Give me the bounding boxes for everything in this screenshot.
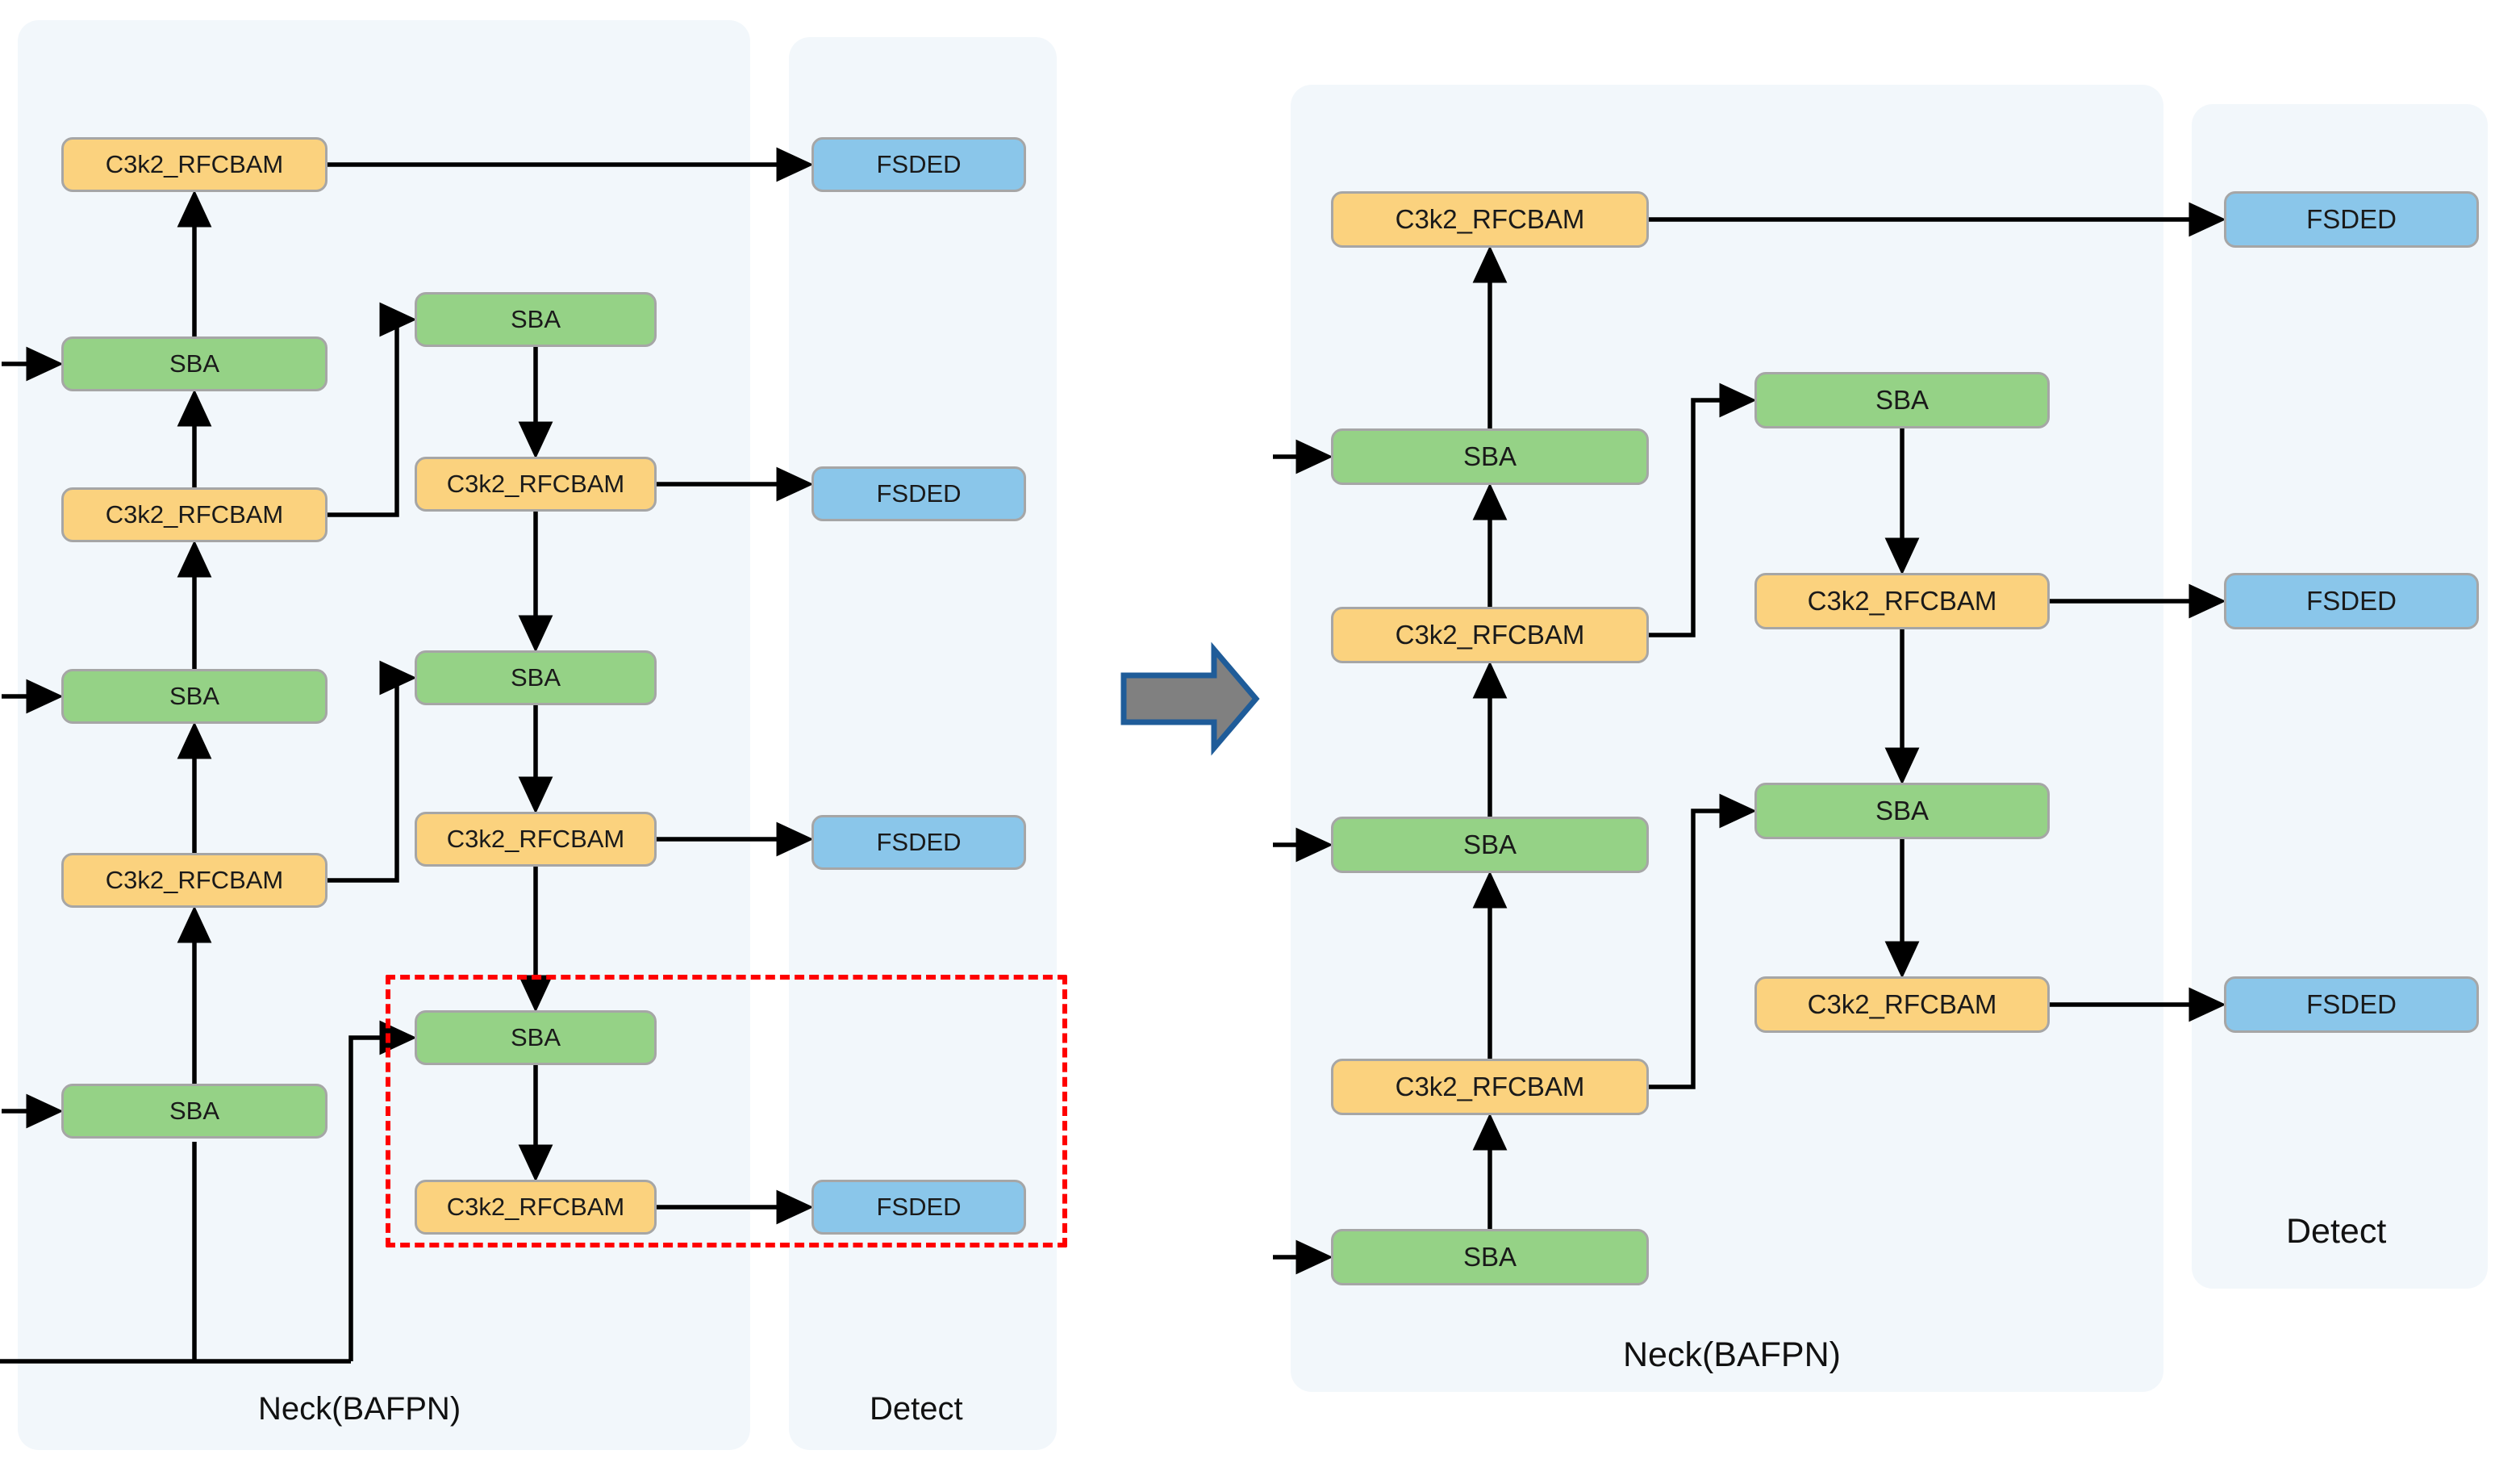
node-label: FSDED [876, 1193, 962, 1221]
node-label: C3k2_RFCBAM [1395, 620, 1585, 650]
node-label: C3k2_RFCBAM [446, 825, 625, 853]
node-fsded[interactable]: FSDED [811, 466, 1026, 521]
node-fsded[interactable]: FSDED [811, 1180, 1026, 1235]
node-c3k2-rfcbam[interactable]: C3k2_RFCBAM [61, 487, 328, 542]
node-label: SBA [169, 682, 220, 710]
node-c3k2-rfcbam[interactable]: C3k2_RFCBAM [61, 853, 328, 908]
right-detect-caption: Detect [2286, 1212, 2387, 1251]
node-label: C3k2_RFCBAM [446, 1193, 625, 1221]
node-label: FSDED [876, 828, 962, 856]
node-c3k2-rfcbam[interactable]: C3k2_RFCBAM [1754, 976, 2050, 1033]
node-sba[interactable]: SBA [1331, 817, 1649, 873]
node-c3k2-rfcbam[interactable]: C3k2_RFCBAM [415, 812, 657, 867]
node-label: C3k2_RFCBAM [1395, 204, 1585, 234]
node-label: FSDED [2306, 586, 2397, 616]
node-label: SBA [1462, 1242, 1517, 1272]
left-diagram-edges [2, 147, 814, 1361]
node-sba[interactable]: SBA [415, 292, 657, 347]
node-fsded[interactable]: FSDED [2224, 573, 2479, 629]
node-label: SBA [510, 1023, 561, 1051]
removed-branch-highlight [386, 975, 1067, 1247]
node-label: C3k2_RFCBAM [1807, 989, 1997, 1019]
node-c3k2-rfcbam[interactable]: C3k2_RFCBAM [1331, 1059, 1649, 1115]
node-fsded[interactable]: FSDED [2224, 191, 2479, 248]
node-c3k2-rfcbam[interactable]: C3k2_RFCBAM [61, 137, 328, 192]
node-label: FSDED [2306, 989, 2397, 1019]
node-label: SBA [169, 1097, 220, 1125]
node-c3k2-rfcbam[interactable]: C3k2_RFCBAM [1331, 607, 1649, 663]
node-label: C3k2_RFCBAM [1807, 586, 1997, 616]
node-sba[interactable]: SBA [61, 1084, 328, 1139]
left-bottom-backbone [0, 1142, 351, 1364]
node-c3k2-rfcbam[interactable]: C3k2_RFCBAM [415, 457, 657, 512]
transition-arrow [1120, 641, 1260, 756]
node-label: SBA [1462, 830, 1517, 859]
node-sba[interactable]: SBA [1331, 428, 1649, 485]
node-fsded[interactable]: FSDED [811, 815, 1026, 870]
node-label: FSDED [2306, 204, 2397, 234]
node-label: C3k2_RFCBAM [446, 470, 625, 498]
node-sba[interactable]: SBA [415, 1010, 657, 1065]
node-c3k2-rfcbam[interactable]: C3k2_RFCBAM [415, 1180, 657, 1235]
node-sba[interactable]: SBA [415, 650, 657, 705]
node-label: C3k2_RFCBAM [105, 500, 284, 529]
node-fsded[interactable]: FSDED [2224, 976, 2479, 1033]
node-c3k2-rfcbam[interactable]: C3k2_RFCBAM [1331, 191, 1649, 248]
node-label: SBA [1875, 385, 1930, 415]
node-sba[interactable]: SBA [1754, 783, 2050, 839]
node-fsded[interactable]: FSDED [811, 137, 1026, 192]
node-label: SBA [169, 349, 220, 378]
node-sba[interactable]: SBA [61, 336, 328, 391]
node-label: SBA [1875, 796, 1930, 825]
node-sba[interactable]: SBA [1331, 1229, 1649, 1285]
right-detect-panel [2192, 104, 2488, 1289]
node-label: C3k2_RFCBAM [105, 866, 284, 894]
right-neck-panel [1291, 85, 2163, 1392]
node-sba[interactable]: SBA [1754, 372, 2050, 428]
left-neck-caption: Neck(BAFPN) [258, 1391, 461, 1427]
node-label: FSDED [876, 150, 962, 178]
node-label: SBA [510, 663, 561, 692]
node-label: SBA [510, 305, 561, 333]
right-neck-caption: Neck(BAFPN) [1623, 1335, 1841, 1374]
node-sba[interactable]: SBA [61, 669, 328, 724]
node-label: SBA [1462, 441, 1517, 471]
node-label: C3k2_RFCBAM [105, 150, 284, 178]
node-c3k2-rfcbam[interactable]: C3k2_RFCBAM [1754, 573, 2050, 629]
left-detect-caption: Detect [870, 1391, 963, 1427]
right-diagram-edges [1273, 202, 2226, 1275]
node-label: C3k2_RFCBAM [1395, 1072, 1585, 1101]
node-label: FSDED [876, 479, 962, 508]
